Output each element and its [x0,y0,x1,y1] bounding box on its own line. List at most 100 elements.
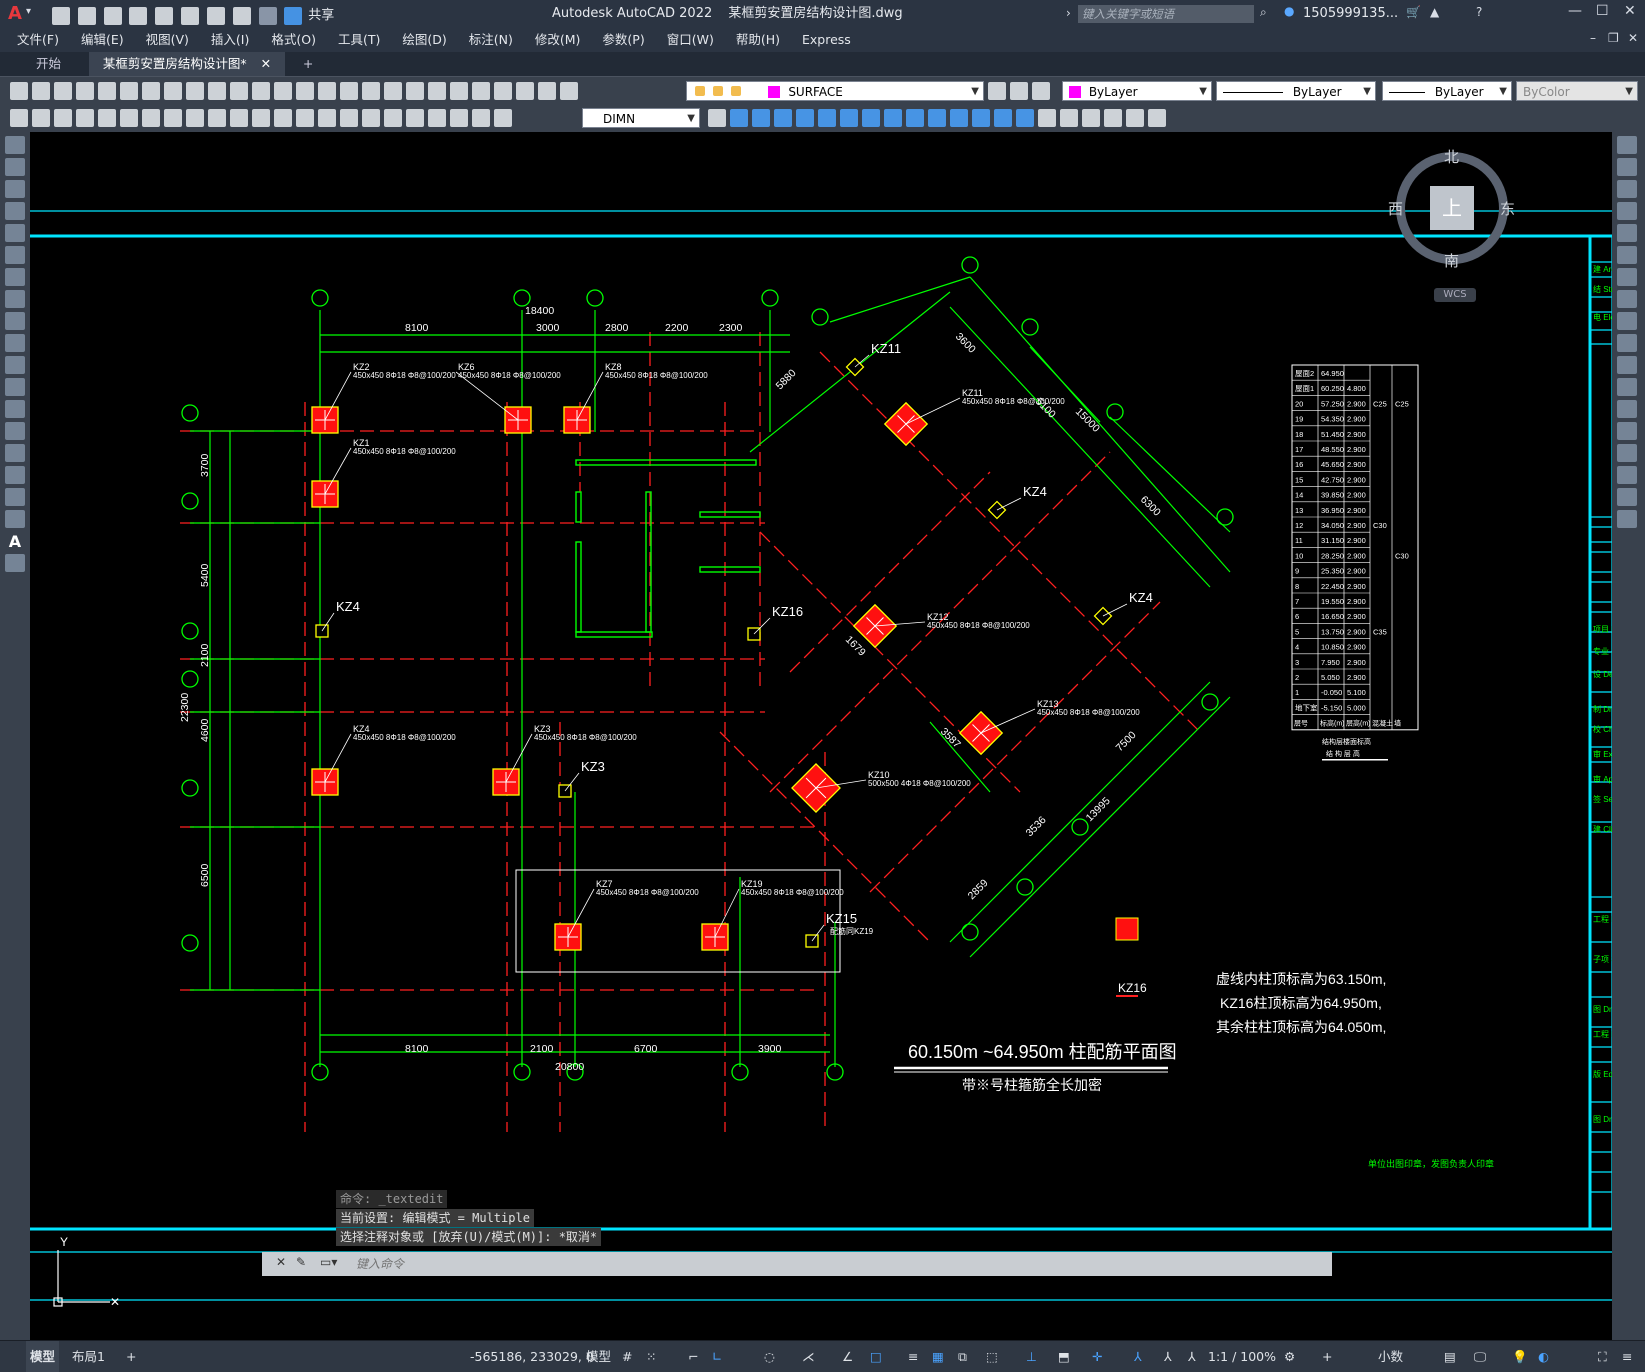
menu-item[interactable]: 编辑(E) [80,32,124,47]
command-close-icon[interactable]: ✕ [276,1255,287,1269]
doc-minimize-icon[interactable]: – [1590,31,1596,45]
point-icon[interactable] [5,422,25,440]
cylinder-icon[interactable] [818,109,836,127]
baseline-dim-icon[interactable] [274,109,292,127]
copy-object-icon[interactable] [1617,158,1637,176]
menu-item[interactable]: 帮助(H) [735,32,780,47]
add-layout-icon[interactable]: + [126,1349,137,1364]
tab-close-icon[interactable]: ✕ [260,56,272,71]
design-center-icon[interactable] [428,82,446,100]
dynamic-ucs-icon[interactable]: ⊥ [1026,1349,1037,1364]
user-name[interactable]: 1505999135... [1303,6,1399,21]
command-customize-icon[interactable]: ✎ [296,1255,307,1269]
viewcube-north[interactable]: 北 [1444,148,1460,166]
undo-icon[interactable] [232,7,251,25]
spline-icon[interactable] [5,312,25,330]
center-mark-icon[interactable] [384,109,402,127]
rectangle-icon[interactable] [5,224,25,242]
plot-icon[interactable] [206,7,225,25]
calculator-icon[interactable] [516,82,534,100]
ellipse-icon[interactable] [5,334,25,352]
polar-icon[interactable]: ◌ [764,1349,775,1364]
rotate-icon[interactable] [1617,268,1637,286]
pyramid-icon[interactable] [862,109,880,127]
zoom-window-icon[interactable] [362,82,380,100]
copy-icon[interactable] [186,82,204,100]
share-label[interactable]: 共享 [308,8,335,23]
dimstyle-dropdown[interactable]: DIMN ▼ [582,108,700,128]
jogged-dim-icon[interactable] [186,109,204,127]
stretch-icon[interactable] [1617,312,1637,330]
gizmo-icon[interactable]: ✛ [1092,1349,1103,1364]
planar-surface-icon[interactable] [906,109,924,127]
open-icon[interactable] [32,82,50,100]
dim-break-icon[interactable] [340,109,358,127]
quick-dim-icon[interactable] [252,109,270,127]
snap-icon[interactable]: ⁙ [646,1349,657,1364]
plot-icon[interactable] [76,82,94,100]
construction-line-icon[interactable] [5,158,25,176]
autodesk-a360-icon[interactable]: ▲ [1430,5,1440,19]
move-icon[interactable] [1617,246,1637,264]
menu-item[interactable]: 视图(V) [145,32,189,47]
lineweight-dropdown[interactable]: ByLayer ▼ [1382,81,1512,101]
hatch-icon[interactable] [5,444,25,462]
zoom-realtime-icon[interactable] [340,82,358,100]
table-icon[interactable] [5,510,25,528]
torus-icon[interactable] [840,109,858,127]
isolate-objects-icon[interactable]: 💡 [1512,1349,1528,1364]
make-current-layer-icon[interactable] [988,82,1006,100]
erase-icon[interactable] [1617,136,1637,154]
circle-icon[interactable] [5,268,25,286]
grid-icon[interactable]: # [622,1349,633,1364]
extend-icon[interactable] [1617,356,1637,374]
color-dropdown[interactable]: ByLayer ▼ [1062,81,1212,101]
helix-icon[interactable] [884,109,902,127]
trim-icon[interactable] [1617,334,1637,352]
transparency-icon[interactable]: ▦ [932,1349,944,1364]
dim-text-edit-icon[interactable] [472,109,490,127]
isodraft-icon[interactable]: ⋌ [802,1349,815,1364]
3d-move-icon[interactable] [1104,109,1122,127]
save-web-icon[interactable] [181,7,200,25]
autocad-logo[interactable]: A [8,3,22,24]
paste-icon[interactable] [208,82,226,100]
search-icon[interactable]: ⌕ [1260,5,1267,19]
sweep-icon[interactable] [972,109,990,127]
tool-palettes-icon[interactable] [450,82,468,100]
osnap-tracking-icon[interactable]: ∠ [842,1349,854,1364]
union-icon[interactable] [1038,109,1056,127]
3d-osnap-icon[interactable]: ⬚ [986,1349,998,1364]
drawing-canvas[interactable]: 建 Arch结 Stru电 Elec项目 Proj专业 Sub设 Des制 Dr… [30,132,1612,1340]
layout-tab-model[interactable]: 模型 [26,1341,60,1372]
menu-item[interactable]: 插入(I) [210,32,250,47]
viewcube-east[interactable]: 东 [1500,200,1516,218]
selection-cycling-icon[interactable]: ⧉ [958,1349,967,1364]
cone-icon[interactable] [774,109,792,127]
tab-start[interactable]: 开始 [36,56,62,71]
menu-item[interactable]: 参数(P) [602,32,645,47]
revolve-icon[interactable] [994,109,1012,127]
pan-icon[interactable] [318,82,336,100]
jogged-linear-icon[interactable] [428,109,446,127]
doc-restore-icon[interactable]: ❐ [1608,31,1619,45]
selection-filter-icon[interactable]: ⬒ [1058,1349,1070,1364]
mirror-icon[interactable] [1617,180,1637,198]
array-icon[interactable] [1617,224,1637,242]
revision-cloud-icon[interactable] [5,290,25,308]
coordinates-readout[interactable]: -565186, 233029, 0 [470,1349,594,1364]
layout-tab-1[interactable]: 布局1 [72,1349,105,1364]
box-icon[interactable] [730,109,748,127]
osnap-icon[interactable]: □ [870,1349,882,1364]
viewcube-south[interactable]: 南 [1444,252,1460,270]
fillet-icon[interactable] [1617,466,1637,484]
share-icon[interactable] [284,7,303,25]
menu-item[interactable]: 工具(T) [337,32,381,47]
open-icon[interactable] [77,7,96,25]
chamfer-icon[interactable] [1617,444,1637,462]
menu-item[interactable]: Express [801,32,851,47]
dim-update-icon[interactable] [494,109,512,127]
menu-item[interactable]: 格式(O) [271,32,316,47]
join-icon[interactable] [1617,422,1637,440]
cart-icon[interactable]: 🛒 [1406,5,1421,19]
